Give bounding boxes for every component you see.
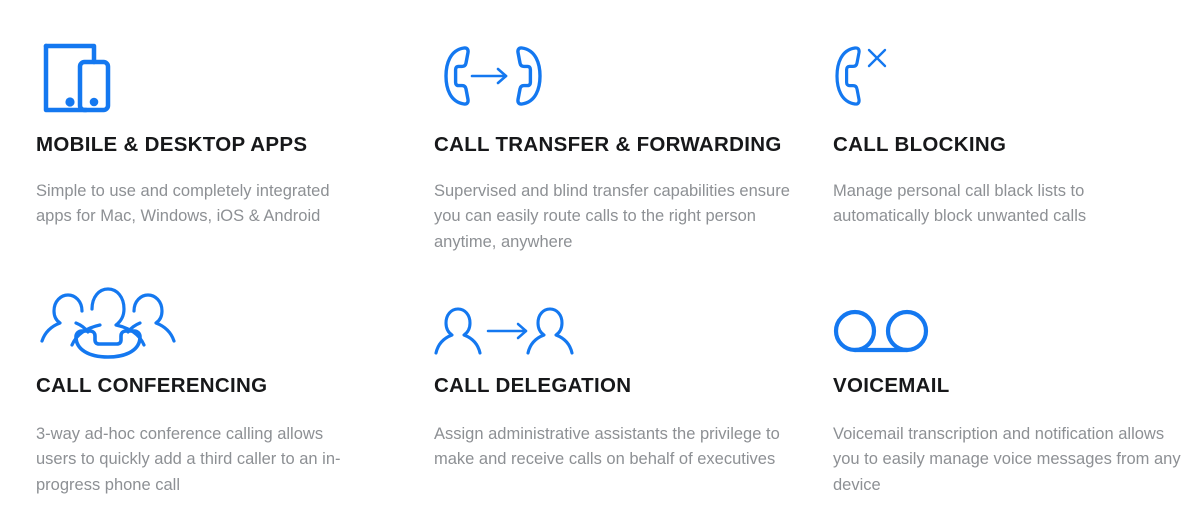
feature-title: VOICEMAIL xyxy=(833,374,950,397)
feature-card-call-blocking: CALL BLOCKING Manage personal call black… xyxy=(833,26,1188,279)
call-delegation-people-arrow-icon xyxy=(434,279,833,359)
feature-title: CALL TRANSFER & FORWARDING xyxy=(434,133,782,156)
feature-description: Assign administrative assistants the pri… xyxy=(434,424,780,469)
feature-title: MOBILE & DESKTOP APPS xyxy=(36,133,308,156)
call-transfer-handsets-arrow-icon xyxy=(434,26,833,116)
feature-description: Manage personal call black lists to auto… xyxy=(833,181,1087,226)
feature-card-call-transfer-forwarding: CALL TRANSFER & FORWARDING Supervised an… xyxy=(434,26,833,279)
feature-card-voicemail: VOICEMAIL Voicemail transcription and no… xyxy=(833,279,1188,499)
feature-title: CALL DELEGATION xyxy=(434,374,632,397)
call-conferencing-people-handset-icon xyxy=(36,279,434,359)
feature-card-call-delegation: CALL DELEGATION Assign administrative as… xyxy=(434,279,833,499)
features-grid: MOBILE & DESKTOP APPS Simple to use and … xyxy=(36,26,1188,499)
feature-description: 3-way ad-hoc conference calling allows u… xyxy=(36,424,341,495)
feature-description: Supervised and blind transfer capabiliti… xyxy=(434,181,790,252)
voicemail-tape-reels-icon xyxy=(833,279,1188,359)
feature-title: CALL CONFERENCING xyxy=(36,374,268,397)
feature-card-mobile-desktop-apps: MOBILE & DESKTOP APPS Simple to use and … xyxy=(36,26,434,279)
call-blocking-handset-x-icon xyxy=(833,26,1188,116)
feature-description: Voicemail transcription and notification… xyxy=(833,424,1181,495)
devices-phone-tablet-icon xyxy=(36,26,434,116)
feature-card-call-conferencing: CALL CONFERENCING 3-way ad-hoc conferenc… xyxy=(36,279,434,499)
feature-description: Simple to use and completely integrated … xyxy=(36,181,330,226)
feature-title: CALL BLOCKING xyxy=(833,133,1007,156)
